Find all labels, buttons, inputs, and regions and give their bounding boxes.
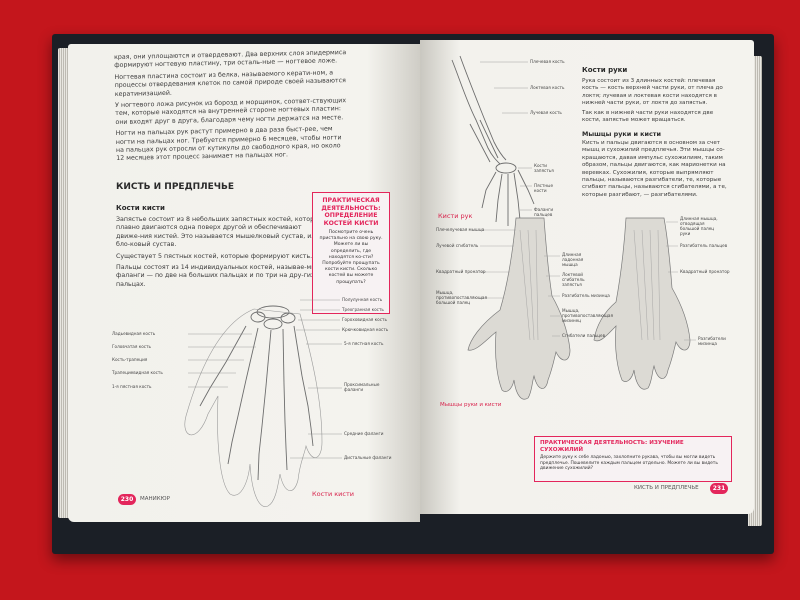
muscle-label: Квадратный пронатор	[680, 269, 730, 274]
bones-text: Запястье состоит из 8 небольших запястны…	[116, 216, 326, 289]
bone-label: Трапециевидная кость	[112, 370, 163, 375]
muscles-text: Кисть и пальцы двигаются в основном за с…	[582, 140, 727, 198]
muscle-label: Сгибатели пальцев	[562, 333, 606, 338]
subsection-title: Кости кисти	[116, 204, 165, 212]
bone-label: Ладьевидная кость	[112, 331, 156, 336]
muscle-label: Лучевой сгибатель	[436, 243, 479, 248]
section-title: КИСТЬ И ПРЕДПЛЕЧЬЕ	[116, 182, 235, 192]
right-page: Плечевая кость Локтевая кость Лучевая ко…	[420, 40, 754, 514]
muscle-label: Плечелучевая мышца	[436, 227, 485, 232]
bone-label: Головчатая кость	[112, 344, 152, 349]
muscle-label: Мышца, противопоставляющая большой палец	[436, 290, 487, 305]
bone-label: 5-я пястная кость	[344, 341, 384, 346]
bone-label: Гороховидная кость	[342, 317, 387, 322]
muscle-label: Длинная ладонная мышца	[562, 252, 584, 267]
arm-paragraph: Рука состоит из 3 длинных костей: плечев…	[582, 78, 723, 107]
running-head: МАНИКЮР	[140, 496, 170, 502]
running-head: КИСТЬ И ПРЕДПЛЕЧЬЕ	[634, 485, 699, 491]
muscle-label: Разгибатели мизинца	[698, 336, 726, 346]
arm-title: Кости руки	[582, 66, 628, 74]
muscle-label: Длинная мышца, отводящая большой палец р…	[680, 216, 718, 236]
muscle-label: Локтевой сгибатель запястья	[562, 272, 585, 287]
muscle-label: Разгибатель мизинца	[562, 293, 610, 298]
body-paragraph: Существует 5 пястных костей, которые фор…	[116, 252, 313, 260]
bone-label: Кость-трапеция	[112, 357, 148, 362]
arm-label: Плечевая кость	[530, 59, 565, 64]
muscle-label: Квадратный пронатор	[436, 269, 486, 274]
arm-paragraph: Так как в нижней части руки находятся дв…	[582, 109, 714, 124]
body-paragraph: Запястье состоит из 8 небольших запястны…	[116, 216, 323, 249]
arm-label: Пястные кости	[534, 183, 554, 193]
arm-bones-diagram	[451, 55, 535, 226]
muscle-label: Разгибатель пальцев	[680, 243, 728, 248]
bone-label: 1-я пястная кость	[112, 384, 152, 389]
left-page: края, они уплощаются и отвердевают. Два …	[68, 44, 420, 522]
muscles-title: Мышцы руки и кисти	[582, 130, 661, 138]
figure-caption: Кости кисти	[312, 490, 354, 498]
bone-label: Проксимальные фаланги	[344, 382, 380, 392]
arm-text: Рука состоит из 3 длинных костей: плечев…	[582, 78, 730, 124]
arm-label: Фаланги пальцев	[534, 207, 554, 217]
bone-label: Дистальные фаланги	[344, 455, 392, 460]
bone-label: Полулунная кость	[342, 297, 383, 302]
arm-label: Лучевая кость	[530, 110, 562, 115]
kisti-title: Кисти рук	[438, 212, 473, 220]
arm-label: Локтевая кость	[530, 85, 565, 90]
practice-title: ПРАКТИЧЕСКАЯ ДЕЯТЕЛЬНОСТЬ: ИЗУЧЕНИЕ СУХО…	[540, 440, 684, 453]
practice-box-tendons: ПРАКТИЧЕСКАЯ ДЕЯТЕЛЬНОСТЬ: ИЗУЧЕНИЕ СУХО…	[534, 436, 732, 482]
muscle-label: Мышца, противопоставляющая мизинец	[562, 308, 613, 323]
page-number: 230	[118, 494, 136, 505]
arm-label: Кости запястья	[534, 163, 554, 173]
bone-label: Крючковидная кость	[342, 327, 389, 332]
page-number: 231	[710, 483, 728, 494]
practice-text: Держите руку к себе ладонью, захлопните …	[540, 455, 718, 472]
muscle-diagram	[467, 217, 696, 400]
bone-label: Средние фаланги	[344, 431, 384, 436]
practice-box-bones: ПРАКТИЧЕСКАЯ ДЕЯТЕЛЬНОСТЬ: ОПРЕДЕЛЕНИЕ К…	[312, 192, 390, 314]
practice-text: Посмотрите очень пристально на свою руку…	[319, 230, 383, 285]
practice-title: ПРАКТИЧЕСКАЯ ДЕЯТЕЛЬНОСТЬ: ОПРЕДЕЛЕНИЕ К…	[321, 197, 381, 227]
muscles-caption: Мышцы руки и кисти	[440, 402, 502, 408]
bone-label: Трехгранная кость	[342, 307, 384, 312]
body-paragraph: Пальцы состоят из 14 индивидуальных кост…	[116, 264, 320, 288]
hand-bones-diagram	[184, 299, 342, 507]
